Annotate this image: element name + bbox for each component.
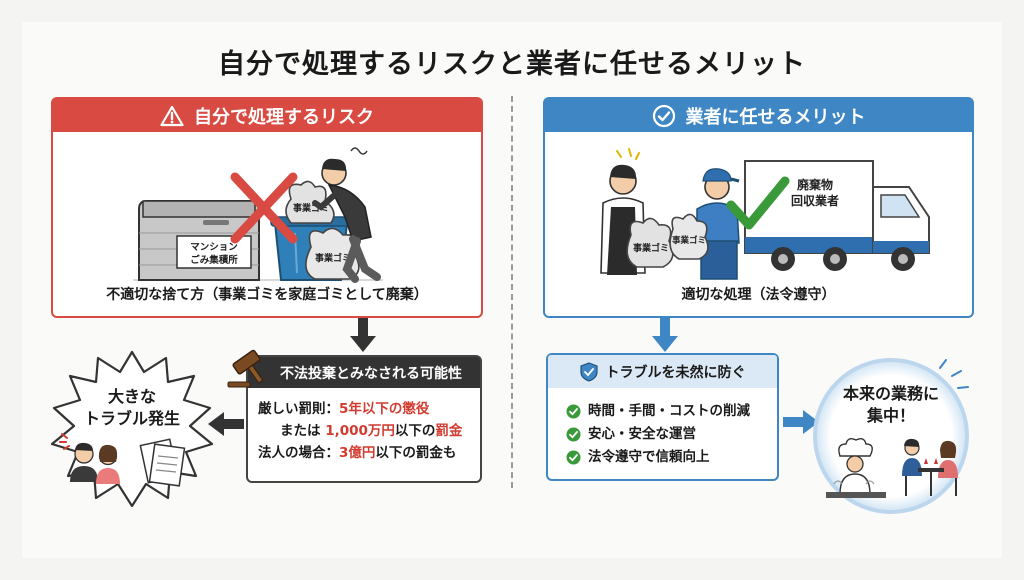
penalty-header-text: 不法投棄とみなされる可能性 <box>280 365 462 382</box>
station-sign-text: マンション <box>190 242 238 253</box>
focus-circle <box>813 358 969 514</box>
risk-panel: 自分で処理するリスク マンション ごみ集積所 <box>51 97 483 318</box>
warning-icon <box>160 105 184 126</box>
merit-panel-header: 業者に任せるメリット <box>545 99 972 132</box>
penalty-line-2-prefix: または <box>280 423 326 439</box>
worried-people-icon <box>70 442 120 484</box>
penalty-prison-term: 5年以下の懲役 <box>339 401 430 417</box>
check-circle-icon <box>652 104 675 127</box>
penalty-line-2: または 1,000万円以下の罰金 <box>258 420 470 442</box>
trash-bag-icon: 事業ゴミ <box>285 180 335 224</box>
penalty-body: 厳しい罰則：5年以下の懲役 または 1,000万円以下の罰金 法人の場合：3億円… <box>248 388 480 464</box>
penalty-corporate-fine: 3億円 <box>339 445 376 461</box>
station-sign-text-2: ごみ集積所 <box>190 254 238 266</box>
penalty-fine-word: 罰金 <box>435 423 463 439</box>
gavel-icon <box>227 349 264 388</box>
focus-text-line-2: 集中！ <box>866 406 915 425</box>
approved-check-icon <box>726 176 790 230</box>
document-icon <box>139 438 186 487</box>
proper-disposal-illustration: 廃棄物 回収業者 事業ゴミ <box>600 148 930 280</box>
trouble-burst <box>50 350 214 508</box>
right-arrow <box>783 410 819 434</box>
trash-bag-icon-4: 事業ゴミ <box>669 213 709 260</box>
penalty-line-3: 法人の場合：3億円以下の罰金も <box>258 442 470 464</box>
trash-bag-icon-3: 事業ゴミ <box>626 217 674 268</box>
prohibited-x-icon <box>230 172 298 244</box>
penalty-line-2-mid: 以下の <box>394 423 436 439</box>
risk-panel-title: 自分で処理するリスク <box>194 106 374 128</box>
truck-label-text: 廃棄物 <box>797 177 833 192</box>
penalty-header: 不法投棄とみなされる可能性 <box>248 357 480 388</box>
list-item: 法令遵守で信頼向上 <box>566 446 777 469</box>
prevent-box: トラブルを未然に防ぐ 時間・手間・コストの削減 安心・安全な運営 法令遵守で信頼… <box>546 353 779 481</box>
truck-label-text-2: 回収業者 <box>791 193 839 208</box>
shield-icon <box>579 361 598 382</box>
bag-label-4: 事業ゴミ <box>672 235 706 246</box>
risk-caption: 不適切な捨て方（事業ゴミを家庭ゴミとして廃棄） <box>106 287 428 303</box>
chef-icon <box>826 437 886 498</box>
page-title: 自分で処理するリスクと業者に任せるメリット <box>218 49 806 80</box>
prevent-header: トラブルを未然に防ぐ <box>548 355 777 388</box>
focus-text: 本来の業務に 集中！ <box>816 383 966 427</box>
list-item: 安心・安全な運営 <box>566 423 777 446</box>
penalty-box: 不法投棄とみなされる可能性 厳しい罰則：5年以下の懲役 または 1,000万円以… <box>246 355 482 483</box>
green-check-icon <box>566 450 581 465</box>
penalty-line-3-suffix: 以下の罰金も <box>375 445 457 461</box>
down-arrow-left <box>350 318 376 352</box>
risk-panel-header: 自分で処理するリスク <box>53 99 481 132</box>
bag-label-2: 事業ゴミ <box>315 252 351 264</box>
diners-icon <box>902 438 958 496</box>
benefit-cost-reduction: 時間・手間・コストの削減 <box>588 403 750 419</box>
left-arrow <box>208 412 244 436</box>
prevent-list: 時間・手間・コストの削減 安心・安全な運営 法令遵守で信頼向上 <box>548 388 777 469</box>
trouble-text-line-1: 大きな <box>107 387 156 406</box>
merit-panel: 業者に任せるメリット 廃棄物 回収業者 <box>543 97 974 318</box>
trouble-text-line-2: トラブル発生 <box>83 409 180 428</box>
garbage-station-icon <box>138 200 260 281</box>
alert-spark-icon <box>59 433 70 450</box>
benefit-safe-operation: 安心・安全な運営 <box>588 426 696 442</box>
garbage-truck-icon <box>744 160 930 271</box>
merit-panel-title: 業者に任せるメリット <box>685 106 866 128</box>
penalty-line-1: 厳しい罰則：5年以下の懲役 <box>258 398 470 420</box>
green-check-icon <box>566 404 581 419</box>
bag-label-3: 事業ゴミ <box>633 242 669 254</box>
green-check-icon <box>566 427 581 442</box>
penalty-line-3-prefix: 法人の場合： <box>258 445 339 461</box>
center-divider <box>511 96 513 488</box>
merit-caption: 適切な処理（法令遵守） <box>681 287 836 303</box>
down-arrow-right <box>652 318 678 352</box>
penalty-fine-amount: 1,000万円 <box>325 423 395 439</box>
person-dumping-icon <box>312 147 381 283</box>
trouble-text: 大きな トラブル発生 <box>72 386 192 430</box>
benefit-trust: 法令遵守で信頼向上 <box>588 449 710 465</box>
prevent-header-text: トラブルを未然に防ぐ <box>605 364 746 381</box>
collection-worker-icon <box>696 168 740 280</box>
penalty-line-1-prefix: 厳しい罰則： <box>258 401 339 417</box>
focus-text-line-1: 本来の業務に <box>842 384 939 403</box>
improper-disposal-illustration: マンション ごみ集積所 事業ゴミ 事業ゴミ <box>133 147 383 283</box>
list-item: 時間・手間・コストの削減 <box>566 400 777 423</box>
